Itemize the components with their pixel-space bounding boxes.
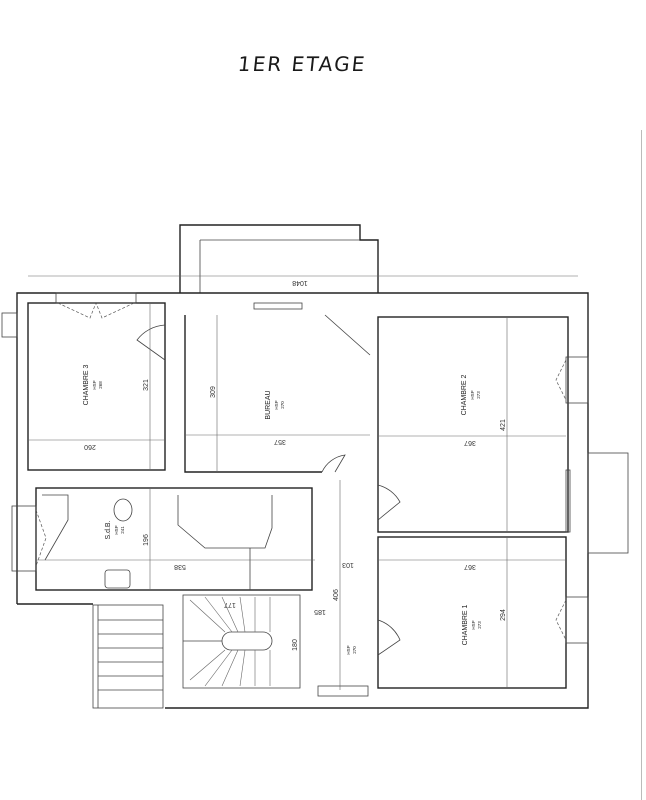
windows bbox=[11, 292, 589, 697]
chambre2-label: CHAMBRE 2 HSP 273 bbox=[461, 374, 481, 415]
dim-stair-185: 185 bbox=[314, 608, 326, 615]
dim-ch1-width: 367 bbox=[464, 563, 476, 570]
svg-text:CHAMBRE 3: CHAMBRE 3 bbox=[83, 364, 90, 405]
bureau-label: BUREAU HSP 270 bbox=[265, 390, 285, 419]
dim-stair-180: 180 bbox=[292, 639, 299, 651]
dim-ch1-depth: 294 bbox=[500, 609, 507, 621]
dim-sdb-depth: 196 bbox=[143, 534, 150, 546]
svg-text:HSP: HSP bbox=[471, 620, 476, 629]
svg-text:HSP: HSP bbox=[274, 400, 279, 409]
bathroom-walls bbox=[35, 487, 313, 591]
chambre1-label: CHAMBRE 1 HSP 273 bbox=[462, 604, 482, 645]
svg-text:S.d.B.: S.d.B. bbox=[105, 520, 112, 539]
dim-bureau-depth: 309 bbox=[210, 386, 217, 398]
chambre2-walls bbox=[377, 316, 569, 533]
exterior-stairs bbox=[92, 604, 164, 709]
svg-text:HSP: HSP bbox=[346, 645, 351, 654]
balcony bbox=[179, 224, 379, 293]
dim-ch2-width: 367 bbox=[464, 439, 476, 446]
svg-text:CHAMBRE 1: CHAMBRE 1 bbox=[462, 604, 469, 645]
svg-text:CHAMBRE 2: CHAMBRE 2 bbox=[461, 374, 468, 415]
dim-ch2-depth: 421 bbox=[500, 419, 507, 431]
sdb-label: S.d.B. HSP 241 bbox=[105, 520, 125, 539]
svg-text:270: 270 bbox=[280, 401, 285, 409]
palier-label: HSP 270 bbox=[346, 645, 357, 654]
dim-hall-103: 103 bbox=[342, 561, 354, 568]
svg-text:268: 268 bbox=[98, 381, 103, 389]
dim-sdb-width: 538 bbox=[174, 563, 186, 570]
dim-stair-177: 177 bbox=[224, 601, 236, 608]
dim-ch3-width: 260 bbox=[84, 443, 96, 450]
dim-hall-406: 406 bbox=[333, 589, 340, 601]
svg-text:273: 273 bbox=[477, 621, 482, 629]
svg-text:241: 241 bbox=[120, 526, 125, 534]
chambre3-label: CHAMBRE 3 HSP 268 bbox=[83, 364, 103, 405]
chambre1-walls bbox=[377, 536, 567, 689]
svg-text:HSP: HSP bbox=[92, 380, 97, 389]
interior-stairs bbox=[182, 594, 301, 689]
bureau-walls bbox=[184, 315, 322, 473]
dim-overall: 1048 bbox=[292, 279, 308, 286]
svg-text:273: 273 bbox=[476, 391, 481, 399]
svg-text:HSP: HSP bbox=[114, 525, 119, 534]
outer-walls bbox=[1, 275, 629, 709]
dimension-lines bbox=[28, 303, 566, 690]
svg-text:BUREAU: BUREAU bbox=[265, 390, 272, 419]
page-edge bbox=[641, 130, 642, 800]
svg-text:270: 270 bbox=[352, 646, 357, 654]
doors bbox=[136, 324, 401, 656]
dim-ch3-depth: 321 bbox=[143, 379, 150, 391]
svg-text:HSP: HSP bbox=[470, 390, 475, 399]
dim-bureau-width: 357 bbox=[274, 438, 286, 445]
